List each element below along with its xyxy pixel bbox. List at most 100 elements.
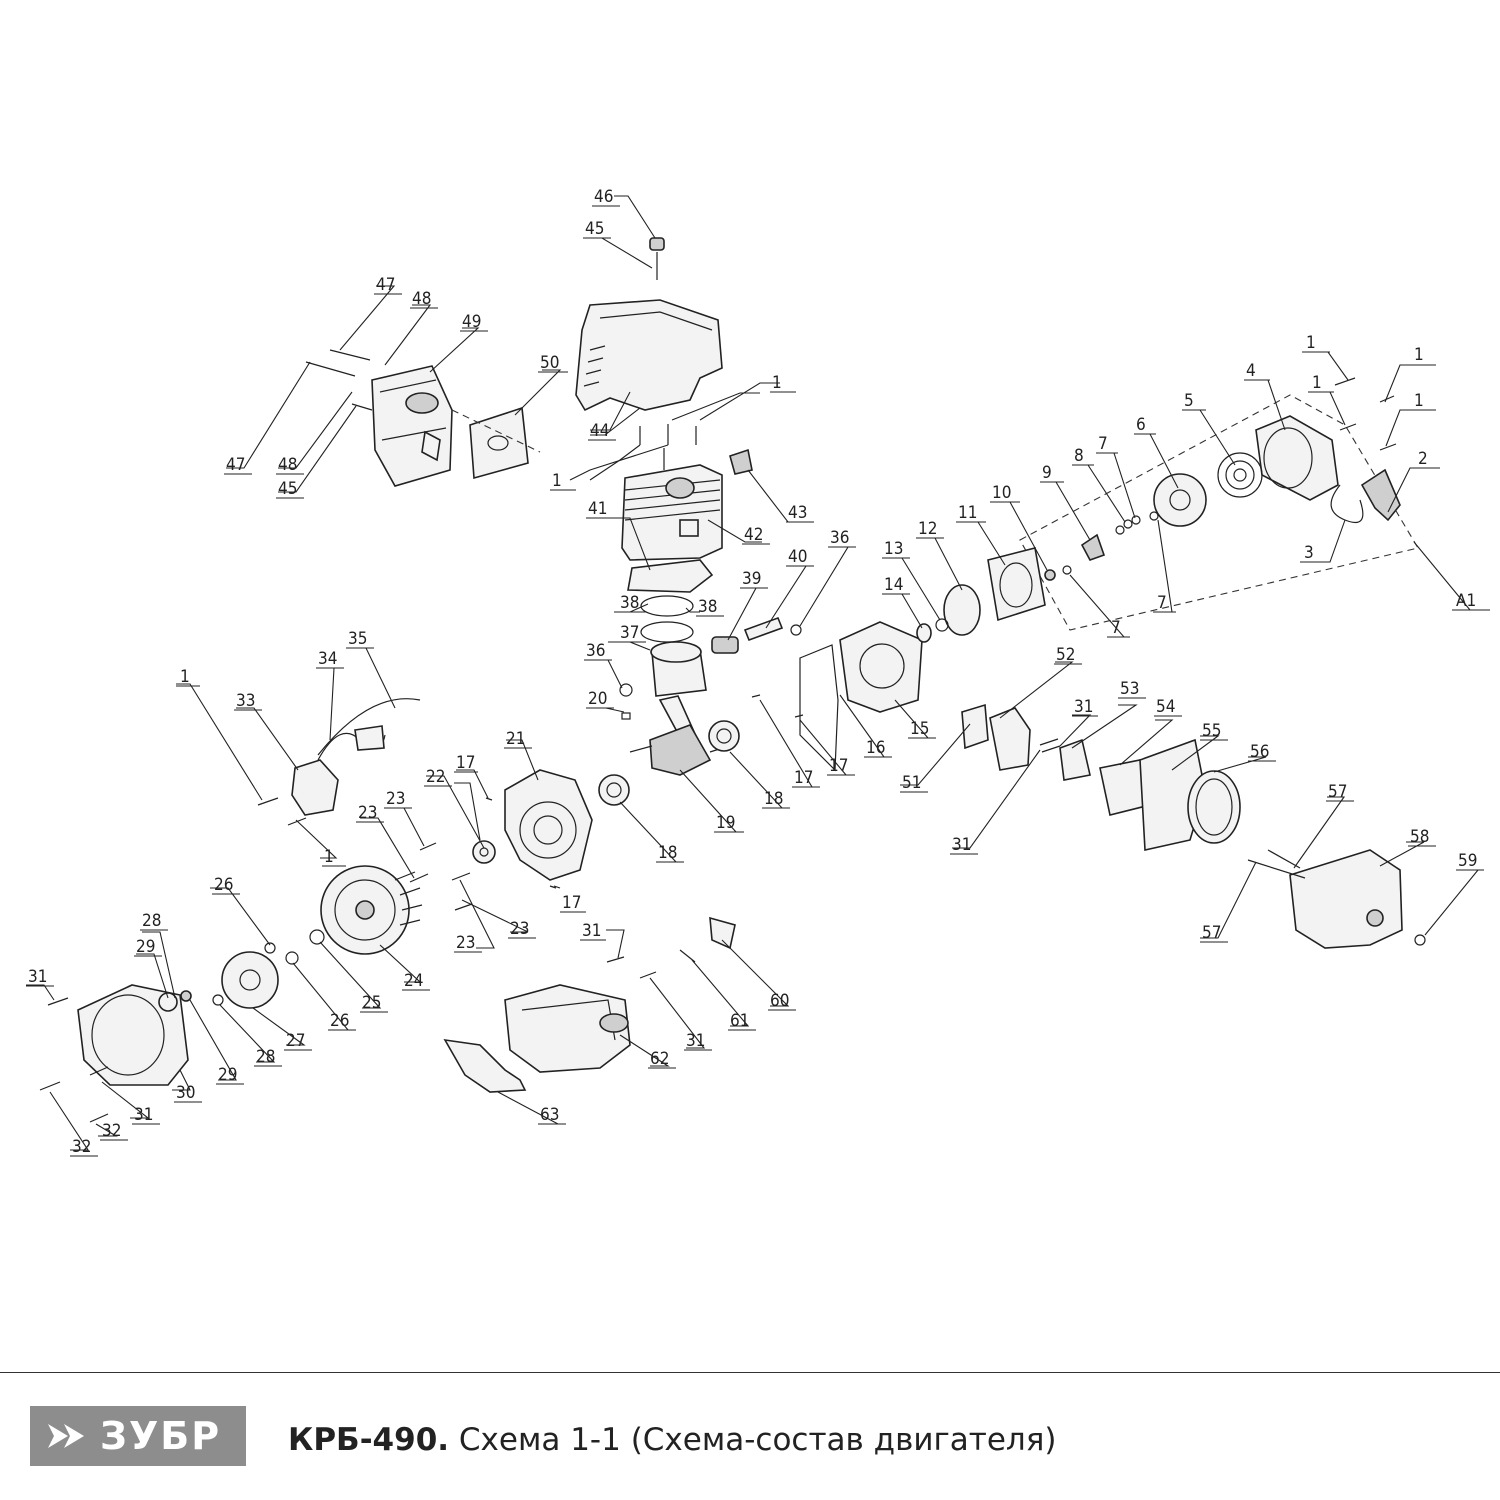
callout-53: 53 <box>1120 679 1139 699</box>
fasteners-illustration <box>39 377 1397 1123</box>
callout-32: 32 <box>102 1121 121 1141</box>
callout-38: 38 <box>698 597 717 617</box>
footer-caption: Схема 1-1 (Схема-состав двигателя) <box>458 1422 1057 1458</box>
callout-23: 23 <box>510 919 529 939</box>
callout-16: 16 <box>866 738 885 758</box>
callout-49: 49 <box>462 312 481 332</box>
callout-48: 48 <box>278 455 297 475</box>
callout-46: 46 <box>594 187 613 207</box>
cylinder-illustration <box>621 424 753 593</box>
callout-38: 38 <box>620 593 639 613</box>
callout-29: 29 <box>218 1065 237 1085</box>
callout-15: 15 <box>910 719 929 739</box>
callout-40: 40 <box>788 547 807 567</box>
footer-model: КРБ-490. <box>288 1422 450 1458</box>
callout-1: 1 <box>1414 345 1424 365</box>
callout-2: 2 <box>1418 449 1428 469</box>
callout-1: 1 <box>324 847 334 867</box>
callout-9: 9 <box>1042 463 1052 483</box>
callout-33: 33 <box>236 691 255 711</box>
brand-logo-text: ЗУБР <box>100 1414 222 1458</box>
callout-47: 47 <box>376 275 395 295</box>
callout-42: 42 <box>744 525 763 545</box>
brand-logo: ЗУБР <box>30 1406 246 1466</box>
callout-1: 1 <box>772 373 782 393</box>
callout-43: 43 <box>788 503 807 523</box>
callout-26: 26 <box>214 875 233 895</box>
callout-36: 36 <box>586 641 605 661</box>
callout-37: 37 <box>620 623 639 643</box>
callout-58: 58 <box>1410 827 1429 847</box>
carburetor-illustration <box>961 703 1241 851</box>
callout-36: 36 <box>830 528 849 548</box>
callout-23: 23 <box>358 803 377 823</box>
callout-1: 1 <box>180 667 190 687</box>
callout-31: 31 <box>582 921 601 941</box>
callout-17: 17 <box>829 756 848 776</box>
callout-48: 48 <box>412 289 431 309</box>
cylinder-cover-illustration <box>575 237 723 412</box>
callout-50: 50 <box>540 353 559 373</box>
callout-17: 17 <box>562 893 581 913</box>
callout-7: 7 <box>1111 618 1121 638</box>
callout-1: 1 <box>1312 373 1322 393</box>
callout-4: 4 <box>1246 361 1256 381</box>
callout-24: 24 <box>404 971 423 991</box>
callout-labels: 1 1 1 1 2 3 А1 4 5 6 7 8 9 10 7 7 11 12 … <box>28 187 1477 1157</box>
arrow-logo-icon <box>48 1424 84 1448</box>
callout-59: 59 <box>1458 851 1477 871</box>
callout-32: 32 <box>72 1137 91 1157</box>
callout-34: 34 <box>318 649 337 669</box>
callout-6: 6 <box>1136 415 1146 435</box>
callout-23: 23 <box>386 789 405 809</box>
fuel-tank-illustration <box>443 916 736 1093</box>
callout-31: 31 <box>28 967 47 987</box>
callout-31: 31 <box>1074 697 1093 717</box>
callout-41: 41 <box>588 499 607 519</box>
callout-39: 39 <box>742 569 761 589</box>
air-filter-cover-illustration <box>1247 849 1426 949</box>
callout-8: 8 <box>1074 446 1084 466</box>
callout-45: 45 <box>278 479 297 499</box>
recoil-starter-illustration <box>916 394 1419 643</box>
callout-23: 23 <box>456 933 475 953</box>
callout-underlines <box>26 205 1490 1157</box>
footer-title: КРБ-490. Схема 1-1 (Схема-состав двигате… <box>288 1420 1056 1460</box>
engine-exploded-diagram: 1 1 1 1 2 3 А1 4 5 6 7 8 9 10 7 7 11 12 … <box>26 187 1490 1157</box>
callout-21: 21 <box>506 729 525 749</box>
callout-A1: А1 <box>1456 591 1476 611</box>
callout-60: 60 <box>770 991 789 1011</box>
callout-26: 26 <box>330 1011 349 1031</box>
ignition-coil-illustration <box>291 698 421 816</box>
callout-12: 12 <box>918 519 937 539</box>
callout-18: 18 <box>764 789 783 809</box>
callout-1: 1 <box>1306 333 1316 353</box>
callout-51: 51 <box>902 773 921 793</box>
callout-35: 35 <box>348 629 367 649</box>
callout-31: 31 <box>686 1031 705 1051</box>
callout-19: 19 <box>716 813 735 833</box>
callout-3: 3 <box>1304 543 1314 563</box>
callout-10: 10 <box>992 483 1011 503</box>
callout-1: 1 <box>552 471 562 491</box>
callout-25: 25 <box>362 993 381 1013</box>
callout-20: 20 <box>588 689 607 709</box>
callout-30: 30 <box>176 1083 195 1103</box>
footer-divider <box>0 1372 1500 1373</box>
flywheel-illustration <box>212 840 496 1009</box>
callout-44: 44 <box>590 421 609 441</box>
callout-28: 28 <box>256 1047 275 1067</box>
callout-57: 57 <box>1202 923 1221 943</box>
callout-7: 7 <box>1157 593 1167 613</box>
callout-31: 31 <box>134 1105 153 1125</box>
callout-54: 54 <box>1156 697 1175 717</box>
callout-52: 52 <box>1056 645 1075 665</box>
callout-5: 5 <box>1184 391 1194 411</box>
fan-housing-illustration <box>77 984 192 1086</box>
callout-31: 31 <box>952 835 971 855</box>
callout-11: 11 <box>958 503 977 523</box>
callout-17: 17 <box>456 753 475 773</box>
callout-7: 7 <box>1098 434 1108 454</box>
callout-57: 57 <box>1328 782 1347 802</box>
callout-47: 47 <box>226 455 245 475</box>
